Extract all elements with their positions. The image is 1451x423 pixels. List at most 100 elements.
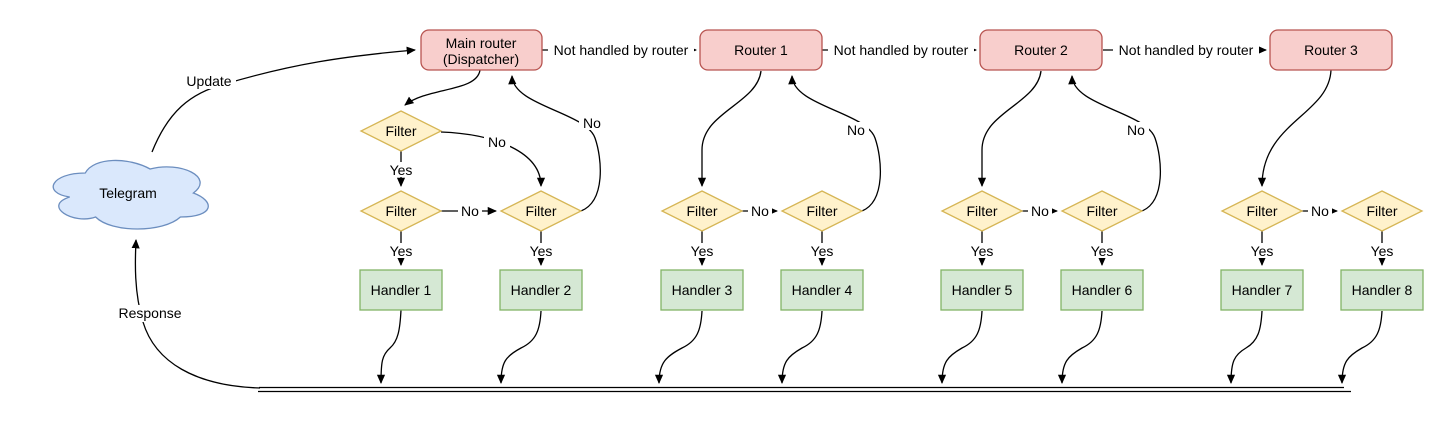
handler4-to-bus-edge: [777, 310, 823, 384]
not-handled-label-3: Not handled by router: [1119, 42, 1254, 58]
handler8-to-bus-edge: [1337, 310, 1383, 384]
label-knockout: [184, 72, 236, 89]
handler-5-node: [940, 269, 1024, 311]
no-label: No: [583, 115, 601, 131]
filter-router2-left: [940, 190, 1024, 232]
telegram-cloud-label: Telegram: [99, 185, 157, 201]
label-knockout: [968, 243, 996, 258]
router-1-node: [699, 29, 823, 71]
main-router-label-line1: Main router: [446, 35, 517, 51]
handler-8-node: [1340, 269, 1424, 311]
handler-4-label: Handler 4: [792, 282, 853, 298]
handler-3-label: Handler 3: [672, 282, 733, 298]
router-2-label: Router 2: [1014, 42, 1068, 58]
nodes: Telegram Main router (Dispatcher) Router…: [52, 29, 1424, 311]
edge-labels: Update Response Not handled by router No…: [114, 42, 1396, 322]
no-label: No: [1311, 203, 1329, 219]
router-2-node: [979, 29, 1103, 71]
label-knockout: [688, 243, 716, 258]
edges: [131, 45, 1387, 393]
filter-router2-right: [1060, 190, 1144, 232]
label-knockout: [748, 203, 772, 218]
label-knockout: [484, 134, 510, 149]
filter-router3-left: [1220, 190, 1304, 232]
filter-dispatcher-top: [359, 110, 443, 152]
yes-label: Yes: [530, 243, 553, 259]
handler6-to-bus-edge: [1057, 310, 1103, 384]
router-3-node: [1269, 29, 1393, 71]
label-knockout: [1113, 42, 1259, 58]
label-knockout: [1308, 203, 1332, 218]
router1-to-filter-edge: [697, 70, 762, 187]
yes-label: Yes: [1371, 243, 1394, 259]
yes-label: Yes: [390, 162, 413, 178]
label-knockout: [1088, 243, 1116, 258]
filter-label: Filter: [966, 203, 997, 219]
filter-label: Filter: [1246, 203, 1277, 219]
handler-3-node: [660, 269, 744, 311]
filter-label: Filter: [385, 203, 416, 219]
handler-2-node: [499, 269, 583, 311]
handler-2-label: Handler 2: [511, 282, 572, 298]
label-knockout: [1123, 122, 1149, 137]
dispatcher-to-filter-edge: [404, 69, 481, 106]
handler7-to-bus-edge: [1226, 310, 1263, 384]
no-label: No: [751, 203, 769, 219]
filter-label: Filter: [686, 203, 717, 219]
yes-label: Yes: [971, 243, 994, 259]
handler-8-label: Handler 8: [1352, 282, 1413, 298]
label-knockout: [458, 203, 482, 218]
not-handled-label-1: Not handled by router: [554, 42, 689, 58]
router3-to-filter-edge: [1257, 69, 1332, 187]
yes-label: Yes: [390, 243, 413, 259]
handler-7-label: Handler 7: [1232, 282, 1293, 298]
router-1-label: Router 1: [734, 42, 788, 58]
yes-label: Yes: [1251, 243, 1274, 259]
label-knockout: [1248, 243, 1276, 258]
handler-1-label: Handler 1: [371, 282, 432, 298]
filter-label: Filter: [1086, 203, 1117, 219]
main-router-node: [420, 29, 543, 71]
label-knockout: [579, 115, 605, 130]
handler5-to-bus-edge: [937, 310, 983, 384]
filter-router3-right: [1340, 190, 1424, 232]
filter-router1-left: [660, 190, 744, 232]
telegram-cloud: [52, 159, 209, 230]
handler-6-node: [1060, 269, 1144, 311]
handler-5-label: Handler 5: [952, 282, 1013, 298]
handler-1-node: [359, 269, 443, 311]
update-label: Update: [186, 73, 231, 89]
no-label: No: [1031, 203, 1049, 219]
handler-6-label: Handler 6: [1072, 282, 1133, 298]
filter-dispatcher-right: [499, 190, 583, 232]
main-router-label-line2: (Dispatcher): [443, 51, 519, 67]
yes-label: Yes: [691, 243, 714, 259]
handler-7-node: [1220, 269, 1304, 311]
response-label: Response: [118, 305, 181, 321]
label-knockout: [1368, 243, 1396, 258]
filter-dispatcher-left: [359, 190, 443, 232]
yes-label: Yes: [1091, 243, 1114, 259]
router-3-label: Router 3: [1304, 42, 1358, 58]
filter-label: Filter: [806, 203, 837, 219]
filter-label: Filter: [525, 203, 556, 219]
response-edge: [131, 239, 261, 389]
no-label: No: [847, 122, 865, 138]
no-label: No: [488, 134, 506, 150]
router1-return-no-edge: [788, 75, 882, 212]
label-knockout: [808, 243, 836, 258]
handler1-to-bus-edge: [376, 309, 402, 384]
label-knockout: [387, 243, 415, 258]
label-knockout: [114, 305, 186, 322]
dispatcher-filter-top-no-edge: [440, 131, 546, 187]
handler2-to-bus-edge: [496, 310, 542, 384]
router2-to-filter-edge: [977, 70, 1042, 187]
label-knockout: [843, 122, 869, 137]
label-knockout: [527, 243, 555, 258]
handler3-to-bus-edge: [654, 310, 703, 384]
filter-label: Filter: [385, 123, 416, 139]
handler-4-node: [780, 269, 864, 311]
no-label: No: [461, 203, 479, 219]
